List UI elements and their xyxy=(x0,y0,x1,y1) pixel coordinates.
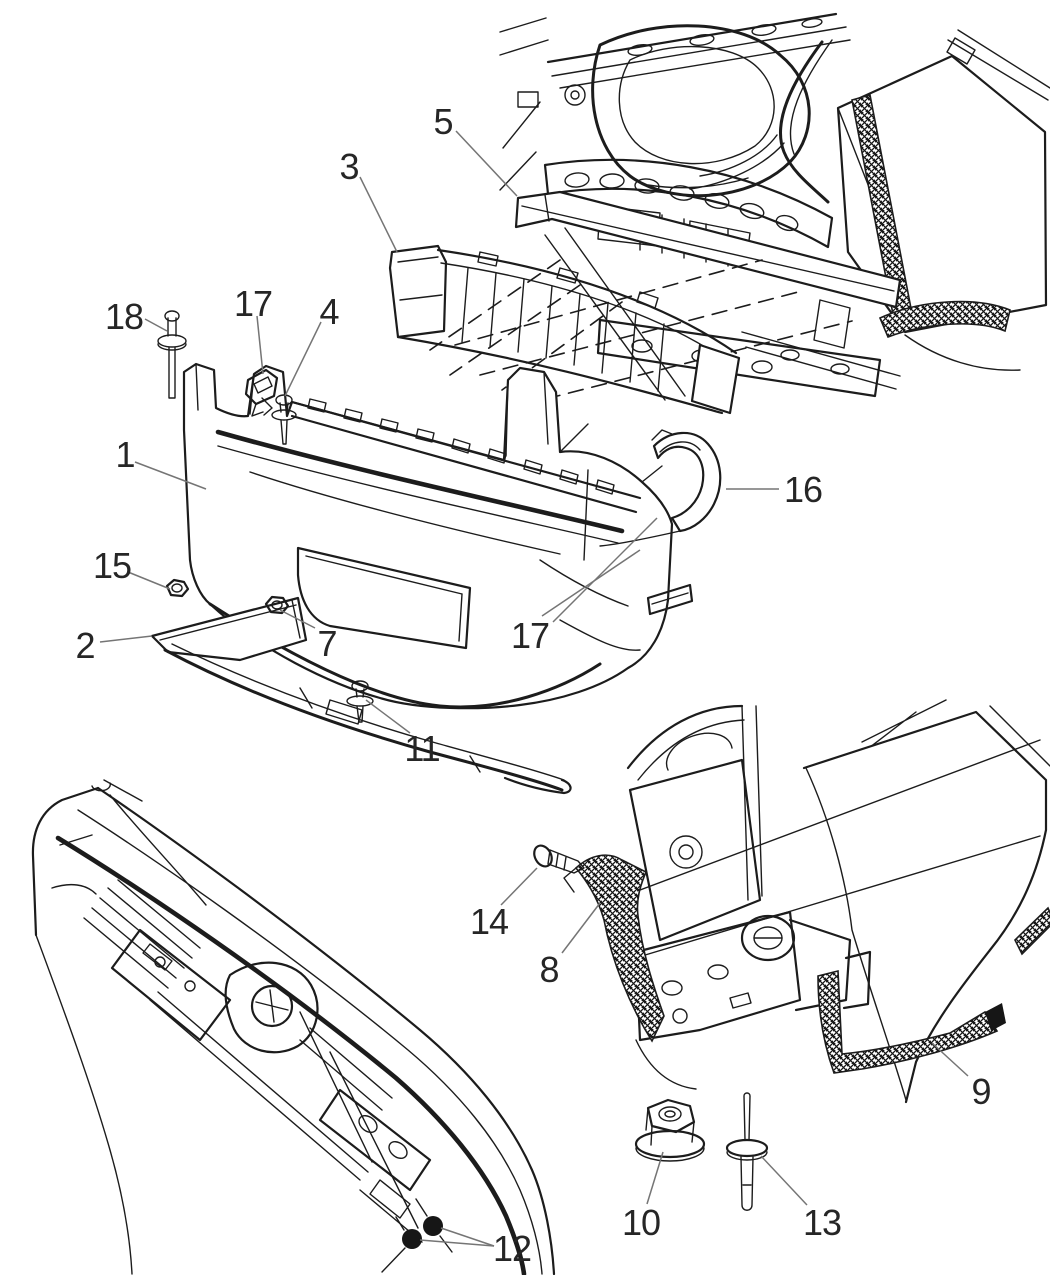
callout-leader-7 xyxy=(279,609,316,629)
callout-label-16: 16 xyxy=(784,469,822,510)
callout-label-17: 17 xyxy=(234,283,272,324)
flange-nut-10 xyxy=(634,1098,706,1162)
blind-rivet-13 xyxy=(725,1092,769,1211)
callout-label-12: 12 xyxy=(493,1228,531,1269)
callout-label-8: 8 xyxy=(539,949,558,990)
clip-17 xyxy=(244,368,279,417)
callout-label-1: 1 xyxy=(115,434,134,475)
callout-label-7: 7 xyxy=(317,623,336,664)
callouts-layer: 5 3 18 17 4 1 16 15 2 7 17 11 14 8 9 12 10 13 xyxy=(75,101,991,1269)
callout-leader-8 xyxy=(561,902,601,954)
callout-leader-12 xyxy=(440,1227,495,1247)
callout-label-5: 5 xyxy=(433,101,452,142)
callout-leader-5 xyxy=(455,130,518,197)
rivet-18 xyxy=(157,310,187,399)
fasteners xyxy=(157,310,769,1211)
callout-label-17: 17 xyxy=(511,615,549,656)
push-pin-4 xyxy=(271,394,297,445)
callout-leader-12 xyxy=(419,1239,495,1247)
callout-label-9: 9 xyxy=(971,1071,990,1112)
callout-label-2: 2 xyxy=(75,625,94,666)
callout-leader-17 xyxy=(256,315,264,375)
nut-15 xyxy=(165,578,190,598)
callout-leader-2 xyxy=(99,635,153,643)
callout-leader-3 xyxy=(359,176,398,253)
callout-leader-11 xyxy=(365,699,411,734)
callout-label-18: 18 xyxy=(105,296,143,337)
lower-valance xyxy=(150,596,572,795)
callout-label-15: 15 xyxy=(93,545,131,586)
callout-label-14: 14 xyxy=(470,901,508,942)
nut-7 xyxy=(264,595,290,615)
callout-leader-1 xyxy=(134,461,207,490)
callout-label-3: 3 xyxy=(339,146,358,187)
callout-leader-13 xyxy=(760,1155,808,1206)
fascia-corner-detail-view xyxy=(31,779,556,1275)
callout-leader-17 xyxy=(552,517,658,623)
callout-leader-14 xyxy=(500,867,538,906)
quarter-panel-view xyxy=(533,699,1050,1104)
screw-14 xyxy=(533,844,585,874)
callout-label-11: 11 xyxy=(404,728,439,769)
callout-leader-15 xyxy=(127,571,171,590)
callout-leader-18 xyxy=(144,318,168,332)
callout-leader-4 xyxy=(284,321,322,397)
callout-leader-9 xyxy=(931,1042,969,1077)
callout-label-13: 13 xyxy=(803,1202,841,1243)
callout-leader-10 xyxy=(646,1151,664,1205)
callout-label-4: 4 xyxy=(319,291,338,332)
push-pin-11 xyxy=(346,680,374,723)
impact-absorber-and-rail xyxy=(388,190,902,415)
callout-label-10: 10 xyxy=(622,1202,660,1243)
bumper-fascia xyxy=(182,362,722,710)
